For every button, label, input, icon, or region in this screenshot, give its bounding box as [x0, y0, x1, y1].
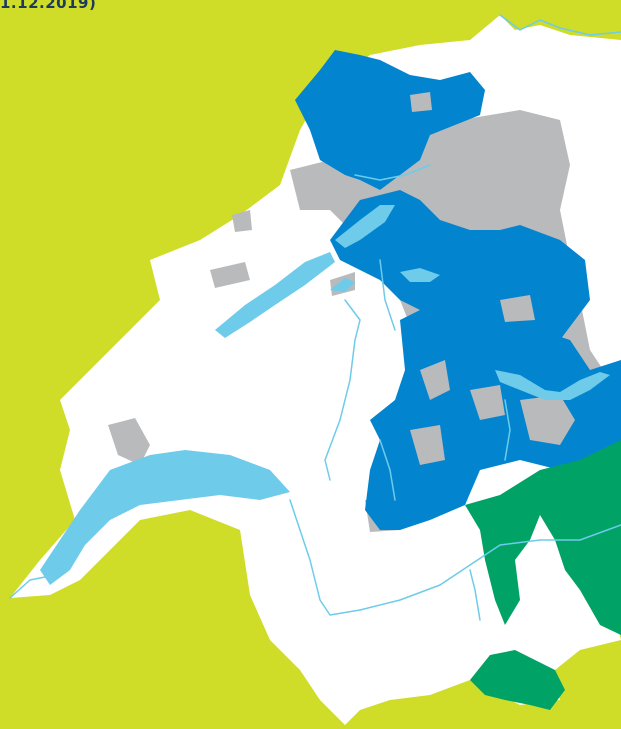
lake — [335, 205, 395, 248]
lake — [40, 450, 290, 585]
grey-region — [210, 262, 250, 288]
grey-region — [232, 210, 252, 232]
grey-region — [108, 418, 150, 465]
grey-region — [410, 92, 432, 112]
green-region — [465, 440, 621, 635]
map-title: 1.12.2019) — [0, 0, 97, 12]
lake — [495, 370, 610, 400]
green-region — [470, 650, 565, 710]
grey-region — [470, 385, 505, 420]
lake — [215, 252, 335, 338]
lake — [400, 268, 440, 282]
grey-region — [520, 395, 575, 445]
blue-region — [295, 50, 485, 190]
grey-region — [420, 360, 450, 400]
lake — [330, 278, 355, 292]
grey-region — [500, 295, 535, 322]
grey-region — [410, 425, 445, 465]
river-network — [9, 14, 621, 621]
